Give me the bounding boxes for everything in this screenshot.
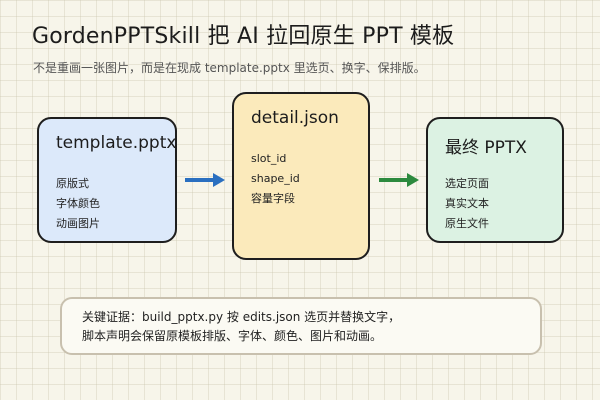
evidence-note: 关键证据：build_pptx.py 按 edits.json 选页并替换文字，…	[60, 297, 542, 355]
page-title: GordenPPTSkill 把 AI 拉回原生 PPT 模板	[32, 24, 455, 49]
card-item-list: slot_id shape_id 容量字段	[251, 149, 300, 209]
card-item: 原生文件	[445, 217, 489, 230]
card-item: shape_id	[251, 172, 300, 185]
note-line: 关键证据：build_pptx.py 按 edits.json 选页并替换文字，	[82, 310, 401, 324]
template-pptx-card: template.pptx 原版式 字体颜色 动画图片	[37, 117, 177, 243]
arrow-head	[213, 173, 225, 187]
card-item-list: 原版式 字体颜色 动画图片	[56, 174, 100, 234]
card-item-list: 选定页面 真实文本 原生文件	[445, 174, 489, 234]
card-item: 动画图片	[56, 217, 100, 230]
detail-json-card: detail.json slot_id shape_id 容量字段	[232, 92, 370, 260]
arrow-right-icon	[379, 173, 419, 187]
card-item: 容量字段	[251, 192, 295, 205]
arrow-right-icon	[185, 173, 225, 187]
note-line: 脚本声明会保留原模板排版、字体、颜色、图片和动画。	[82, 329, 383, 343]
card-item: slot_id	[251, 152, 287, 165]
card-item: 真实文本	[445, 197, 489, 210]
card-item: 原版式	[56, 177, 89, 190]
page-subtitle: 不是重画一张图片，而是在现成 template.pptx 里选页、换字、保排版。	[33, 61, 426, 75]
card-title: 最终 PPTX	[445, 138, 527, 158]
arrow-head	[407, 173, 419, 187]
card-item: 字体颜色	[56, 197, 100, 210]
card-item: 选定页面	[445, 177, 489, 190]
final-pptx-card: 最终 PPTX 选定页面 真实文本 原生文件	[426, 117, 564, 243]
card-title: detail.json	[251, 108, 339, 128]
card-title: template.pptx	[56, 133, 177, 153]
